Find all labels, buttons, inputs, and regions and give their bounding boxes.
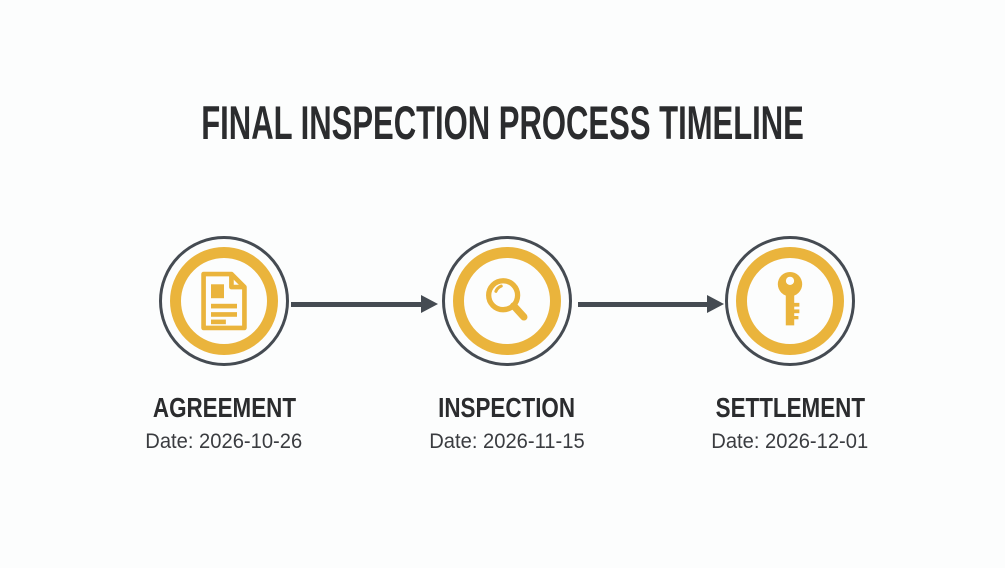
stage-settlement-circle	[725, 236, 855, 366]
stage-inspection-ring	[453, 247, 561, 355]
stage-agreement-date: Date: 2026-10-26	[142, 431, 305, 452]
stage-agreement-date-text: Date: 2026-10-26	[145, 430, 303, 453]
stage-agreement-label-text: AGREEMENT	[152, 392, 296, 423]
stage-settlement: SETTLEMENT Date: 2026-12-01	[665, 236, 915, 452]
stage-inspection: INSPECTION Date: 2026-11-15	[382, 236, 632, 452]
stage-inspection-date: Date: 2026-11-15	[426, 431, 588, 452]
arrow-head-icon	[707, 295, 724, 313]
stage-agreement-label: AGREEMENT	[135, 394, 314, 422]
arrow-shaft	[291, 301, 423, 307]
stage-inspection-label-text: INSPECTION	[438, 392, 576, 423]
stage-agreement-ring	[170, 247, 278, 355]
page-title-text: FINAL INSPECTION PROCESS TIMELINE	[201, 96, 804, 149]
arrow-agreement-to-inspection	[291, 295, 438, 313]
stage-settlement-label: SETTLEMENT	[697, 394, 884, 422]
page-title: FINAL INSPECTION PROCESS TIMELINE	[0, 99, 1005, 146]
arrow-inspection-to-settlement	[578, 295, 724, 313]
document-icon	[198, 271, 250, 331]
stage-inspection-label: INSPECTION	[421, 394, 592, 422]
arrow-shaft	[578, 301, 709, 307]
stage-settlement-ring	[736, 247, 844, 355]
stage-inspection-date-text: Date: 2026-11-15	[429, 430, 585, 453]
magnifier-icon	[480, 274, 534, 328]
stage-agreement: AGREEMENT Date: 2026-10-26	[99, 236, 349, 452]
stage-agreement-circle	[159, 236, 289, 366]
stage-settlement-date-text: Date: 2026-12-01	[711, 430, 869, 453]
stage-settlement-label-text: SETTLEMENT	[715, 392, 865, 423]
key-icon	[774, 271, 806, 331]
stage-inspection-circle	[442, 236, 572, 366]
stage-settlement-date: Date: 2026-12-01	[708, 431, 871, 452]
arrow-head-icon	[421, 295, 438, 313]
